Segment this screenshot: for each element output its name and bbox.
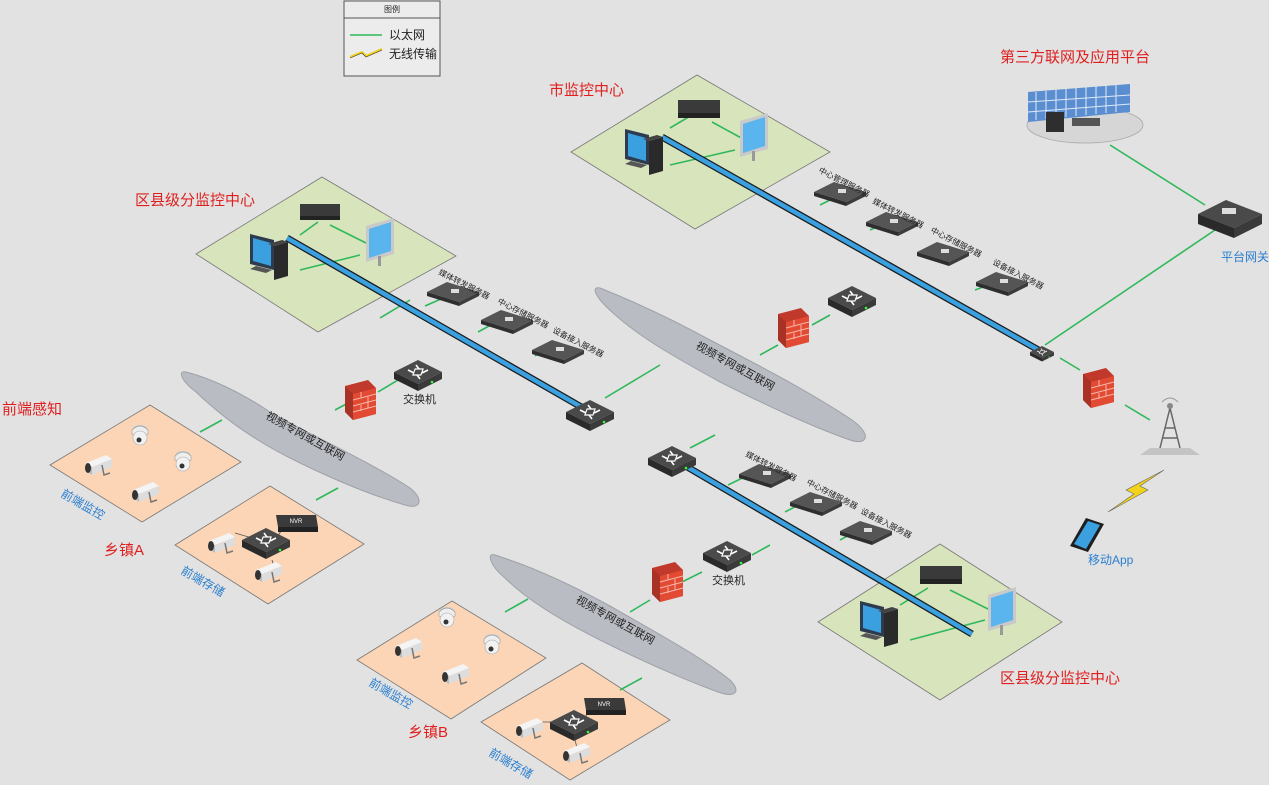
district-center-top-zone xyxy=(195,176,457,333)
backbone-links xyxy=(285,133,1044,638)
server-box-icon xyxy=(300,204,340,219)
wireless-transmission-icon xyxy=(1107,469,1165,513)
town-b-monitor-zone xyxy=(356,600,547,720)
platform-gateway-icon xyxy=(1198,200,1262,238)
mobile-app-label: 移动App xyxy=(1088,553,1134,567)
city-center-title: 市监控中心 xyxy=(549,82,624,99)
dome-camera-icon xyxy=(438,606,456,628)
server-box-icon xyxy=(920,566,962,582)
third-party-platform-icon xyxy=(1026,84,1144,144)
legend-wireless-label: 无线传输 xyxy=(389,46,437,61)
switch-icon xyxy=(702,540,752,573)
legend-wireless-swatch xyxy=(349,47,383,59)
legend: 图例 以太网 无线传输 xyxy=(343,0,441,77)
town-b-title: 乡镇B xyxy=(408,724,448,741)
switch-icon xyxy=(393,359,443,392)
firewall-icon xyxy=(777,307,810,349)
city-servers: 中心管理服务器 媒体转发服务器 中心存储服务器 设备接入服务器 xyxy=(814,165,1046,296)
cloud-network-1: 视频专网或互联网 xyxy=(180,371,420,507)
switch-icon xyxy=(827,285,877,318)
city-center-zone xyxy=(570,74,831,230)
firewall-icon xyxy=(344,379,377,421)
switch-label-b: 交换机 xyxy=(712,573,745,587)
frontend-title: 前端感知 xyxy=(2,401,62,418)
nvr-icon xyxy=(276,515,318,532)
platform-gateway-label: 平台网关 xyxy=(1221,249,1269,264)
legend-title: 图例 xyxy=(384,4,400,14)
switch-label-a: 交换机 xyxy=(403,392,436,406)
town-a-title: 乡镇A xyxy=(104,542,144,559)
district-top-devices xyxy=(250,204,394,280)
town-a-monitor-zone xyxy=(49,404,242,523)
server-box-icon xyxy=(678,100,720,116)
district-center-bottom-title: 区县级分监控中心 xyxy=(1000,670,1120,687)
dome-camera-icon xyxy=(483,633,501,655)
legend-ethernet-label: 以太网 xyxy=(389,27,425,42)
district-center-top-title: 区县级分监控中心 xyxy=(135,192,255,209)
dome-camera-icon xyxy=(131,424,149,446)
firewall-icon xyxy=(651,561,684,603)
third-party-title: 第三方联网及应用平台 xyxy=(1000,48,1150,66)
nvr-icon xyxy=(584,698,626,715)
district-bottom-devices xyxy=(860,566,1016,647)
cloud-network-2: 视频专网或互联网 xyxy=(594,287,866,442)
firewall-icon xyxy=(1082,367,1115,409)
mobile-phone-icon xyxy=(1070,518,1104,552)
dome-camera-icon xyxy=(174,450,192,472)
district-bottom-servers: 媒体转发服务器 中心存储服务器 设备接入服务器 xyxy=(739,449,914,545)
city-devices xyxy=(625,100,768,175)
cloud-network-3: 视频专网或互联网 xyxy=(489,554,737,695)
switch-icon xyxy=(647,445,697,478)
wireless-tower-icon xyxy=(1140,397,1200,455)
district-top-servers: 媒体转发服务器 中心存储服务器 设备接入服务器 xyxy=(427,267,606,364)
